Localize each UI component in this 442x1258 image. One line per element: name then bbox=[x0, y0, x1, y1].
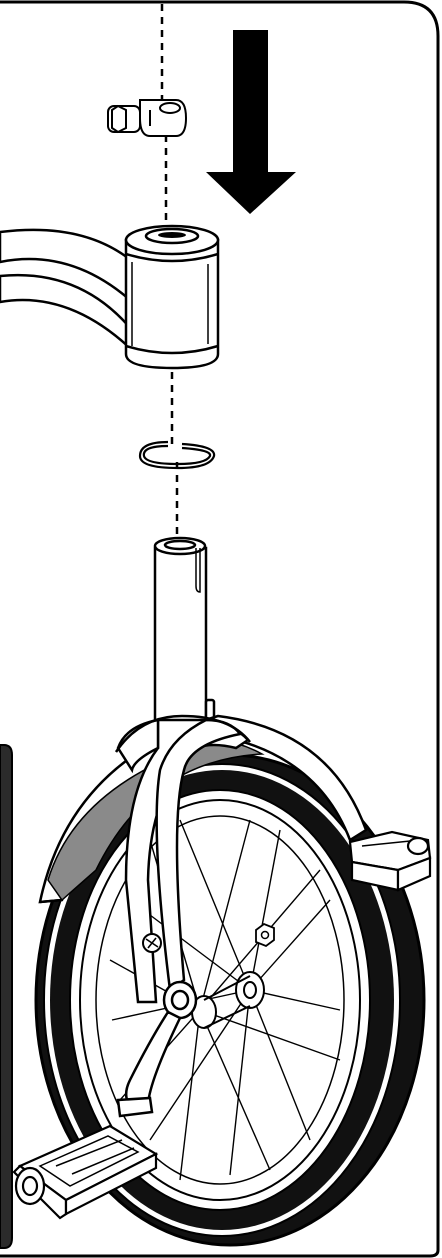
head-tube bbox=[126, 226, 218, 368]
pedal-right bbox=[350, 832, 430, 890]
retaining-ring bbox=[140, 442, 214, 468]
side-panel bbox=[0, 745, 12, 1248]
frame-top-tube bbox=[0, 230, 134, 352]
hub-nut-icon bbox=[256, 924, 274, 946]
handlebar-clamp bbox=[108, 100, 186, 136]
fork-steerer-tube bbox=[155, 538, 214, 722]
down-arrow-icon bbox=[206, 30, 296, 214]
